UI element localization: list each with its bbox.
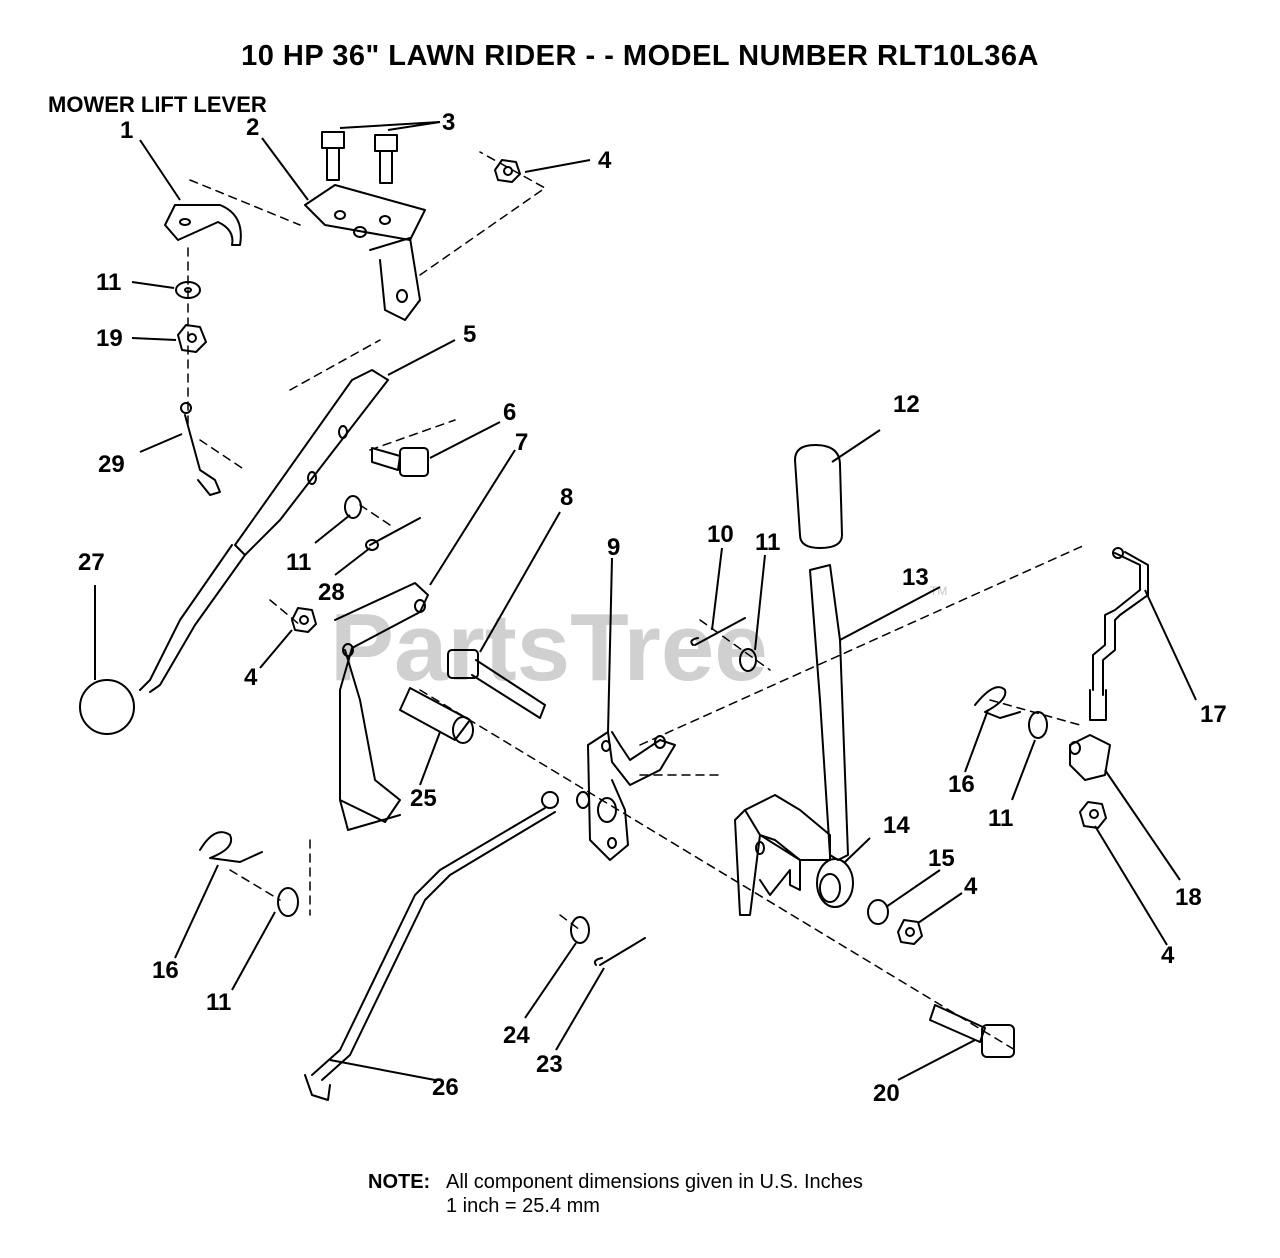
section-subtitle: MOWER LIFT LEVER [48,92,267,117]
callout-11-b: 11 [286,549,311,576]
part-11-washer-d [1028,711,1048,739]
callout-7: 7 [515,429,528,456]
part-4-nut-right [1079,801,1107,829]
part-3-bolts [321,131,398,184]
callout-labels: 1 2 3 4 11 19 5 6 7 29 8 12 9 10 11 11 2… [78,109,1227,1107]
part-6-bolt [371,447,429,477]
callout-15: 15 [928,845,955,872]
part-18-ferrule [1069,734,1111,781]
part-4-nut-left [291,607,317,633]
part-12-grip [794,444,843,549]
callout-8: 8 [560,484,573,511]
watermark: PartsTree [330,594,768,701]
page-title: 10 HP 36" LAWN RIDER - - MODEL NUMBER RL… [241,40,1039,72]
part-28-cotter [365,517,421,551]
callout-4-mid: 4 [964,873,978,900]
callout-10: 10 [707,521,734,548]
part-5-lift-link [139,369,389,693]
note-line-1: All component dimensions given in U.S. I… [446,1171,863,1193]
callout-25: 25 [410,785,437,812]
callout-17: 17 [1200,701,1227,728]
part-14-bushing [816,858,854,908]
callout-4-top: 4 [598,147,612,174]
callout-16-right: 16 [948,771,975,798]
part-1-clip [164,204,242,246]
part-27-knob [79,679,135,735]
callout-26: 26 [432,1074,459,1101]
part-11-washer-b [344,495,362,519]
part-19-nut [177,324,207,353]
part-4-nut-mid [897,919,923,945]
callout-3: 3 [442,109,455,136]
callout-4-right: 4 [1161,942,1175,969]
part-9-pivot-plate [576,731,676,861]
callout-18: 18 [1175,884,1202,911]
callout-19: 19 [96,325,123,352]
part-4-nut-top [494,159,521,183]
part-15-washer [867,899,889,925]
callout-11-a: 11 [96,269,121,296]
callout-27: 27 [78,549,105,576]
part-25-spacer [399,687,474,744]
callout-9: 9 [607,534,620,561]
part-29-pin [180,402,221,496]
part-16-clip-right [974,686,1021,719]
part-11-washer-a [175,281,201,299]
callout-14: 14 [883,812,910,839]
assembly-lines [187,151,1086,1051]
part-26-rod [304,791,559,1101]
leader-lines [94,121,1197,1081]
part-24-washer [570,916,590,944]
callout-11-d: 11 [988,805,1013,832]
callout-4-left: 4 [244,664,258,691]
part-13-lever [734,564,849,916]
callout-28: 28 [318,579,345,606]
note-label: NOTE: [368,1171,431,1193]
part-23-cotter [593,937,646,966]
callout-13: 13 [902,564,929,591]
watermark-tm: TM [930,584,947,598]
callout-11-c: 11 [755,529,780,556]
footnote: NOTE: All component dimensions given in U… [368,1170,863,1218]
part-20-bolt [929,1004,1015,1058]
part-16-clip-left [199,831,263,863]
callout-1: 1 [120,117,133,144]
callout-29: 29 [98,451,125,478]
note-line-2: 1 inch = 25.4 mm [446,1195,600,1217]
callout-12: 12 [893,391,920,418]
callout-6: 6 [503,399,516,426]
callout-23: 23 [536,1051,563,1078]
part-7-lever-plate [334,582,429,831]
callout-24: 24 [503,1022,530,1049]
callout-11-e: 11 [206,989,231,1016]
callout-2: 2 [246,114,259,141]
part-11-washer-e [277,887,299,917]
part-10-cotter [690,617,746,646]
callout-16-left: 16 [152,957,179,984]
part-17-rod [1089,547,1149,721]
part-8-bolt [447,649,546,719]
part-11-washer-c [739,648,757,672]
callout-20: 20 [873,1080,900,1107]
callout-5: 5 [463,321,476,348]
part-2-bracket [304,184,426,321]
